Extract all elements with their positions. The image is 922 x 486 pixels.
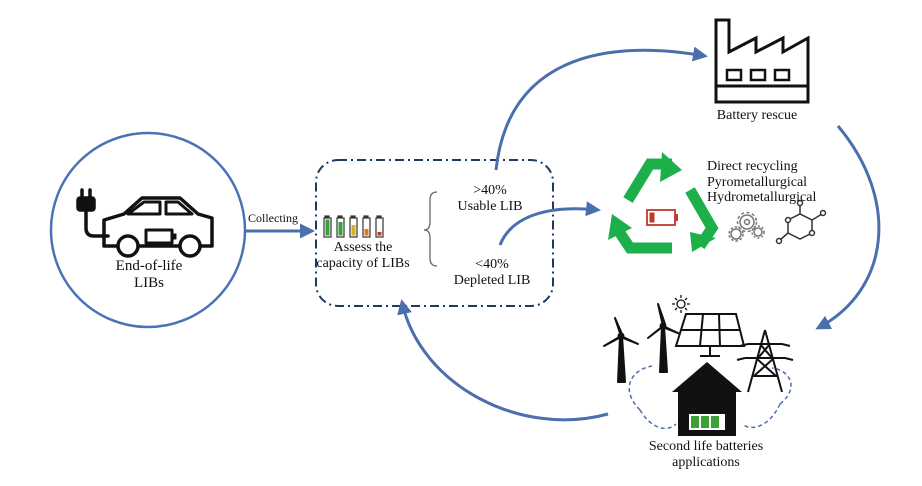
wind-turbine-icon: [603, 303, 681, 383]
assess-label: Assess the capacity of LIBs: [316, 240, 409, 271]
house-icon: [672, 362, 742, 436]
usable-label: >40% Usable LIB: [458, 183, 523, 214]
power-tower-icon: [736, 329, 794, 393]
eol-label: End-of-life LIBs: [116, 258, 183, 292]
arrow-to-recycling: [498, 201, 601, 246]
collecting-label: Collecting: [248, 211, 298, 225]
eol-label-line2: LIBs: [133, 274, 164, 291]
usable-text: Usable LIB: [457, 198, 523, 214]
usable-threshold: >40%: [473, 183, 507, 198]
arrow-return: [397, 299, 609, 422]
battery-levels-icon: [323, 215, 384, 238]
split-brace: [423, 191, 438, 267]
arrow-to-second-life: [815, 125, 881, 330]
second-life-line1: Second life batteries: [648, 439, 764, 454]
assessment-box: [315, 159, 554, 307]
recycle-icon: [608, 152, 719, 254]
sun-icon: [672, 295, 690, 313]
gears-icon: [728, 211, 765, 242]
energy-flow-arrows: [628, 365, 792, 430]
recycling-methods-list: Direct recycling Pyrometallurgical Hydro…: [707, 159, 816, 206]
depleted-threshold: <40%: [475, 257, 509, 272]
depleted-battery-icon: [646, 209, 678, 226]
assess-label-line2: capacity of LIBs: [316, 255, 410, 271]
second-life-line2: applications: [672, 454, 740, 470]
solar-panel-icon: [674, 313, 746, 357]
factory-icon: [714, 18, 810, 104]
assess-label-line1: Assess the: [333, 240, 393, 255]
depleted-label: <40% Depleted LIB: [454, 257, 531, 288]
electric-car-icon: [76, 188, 214, 258]
second-life-label: Second life batteries applications: [649, 439, 763, 470]
depleted-text: Depleted LIB: [453, 272, 531, 288]
method-direct-recycling: Direct recycling: [707, 159, 798, 174]
molecule-icon: [775, 199, 827, 245]
method-pyrometallurgical: Pyrometallurgical: [707, 174, 808, 190]
method-hydrometallurgical: Hydrometallurgical: [707, 190, 817, 206]
arrow-to-rescue: [494, 46, 708, 171]
eol-circle: [49, 131, 247, 329]
battery-rescue-label: Battery rescue: [716, 108, 798, 123]
eol-label-line1: End-of-life: [115, 258, 183, 274]
